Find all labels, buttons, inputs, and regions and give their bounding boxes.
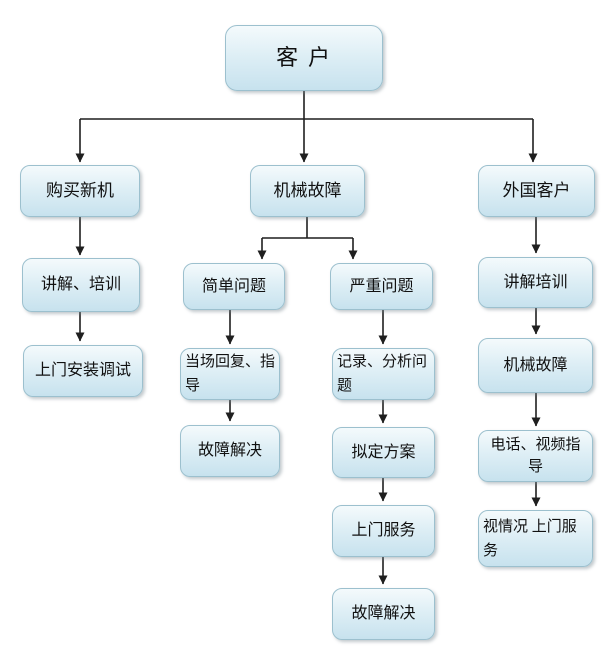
- node-explain-training-right: 讲解培训: [478, 257, 593, 308]
- node-onsite-as-needed: 视情况 上门服务: [478, 510, 593, 567]
- node-make-plan: 拟定方案: [332, 427, 435, 478]
- node-buy-new-machine: 购买新机: [20, 165, 140, 217]
- node-customer: 客户: [225, 25, 383, 91]
- node-fault-solved-mid: 故障解决: [332, 588, 435, 640]
- node-foreign-customer: 外国客户: [478, 165, 595, 217]
- node-onsite-install-debug: 上门安装调试: [23, 345, 143, 397]
- node-mechanical-failure: 机械故障: [250, 165, 365, 217]
- node-onsite-reply-guide: 当场回复、指导: [180, 348, 280, 400]
- node-onsite-service: 上门服务: [332, 505, 435, 557]
- node-record-analyze: 记录、分析问题: [332, 348, 435, 400]
- node-mechanical-failure-right: 机械故障: [478, 338, 593, 393]
- node-serious-problem: 严重问题: [330, 263, 433, 310]
- node-simple-problem: 简单问题: [183, 263, 285, 310]
- node-explain-training: 讲解、培训: [22, 258, 140, 312]
- node-phone-video-guide: 电话、视频指导: [478, 430, 593, 482]
- node-fault-solved-left: 故障解决: [180, 425, 280, 477]
